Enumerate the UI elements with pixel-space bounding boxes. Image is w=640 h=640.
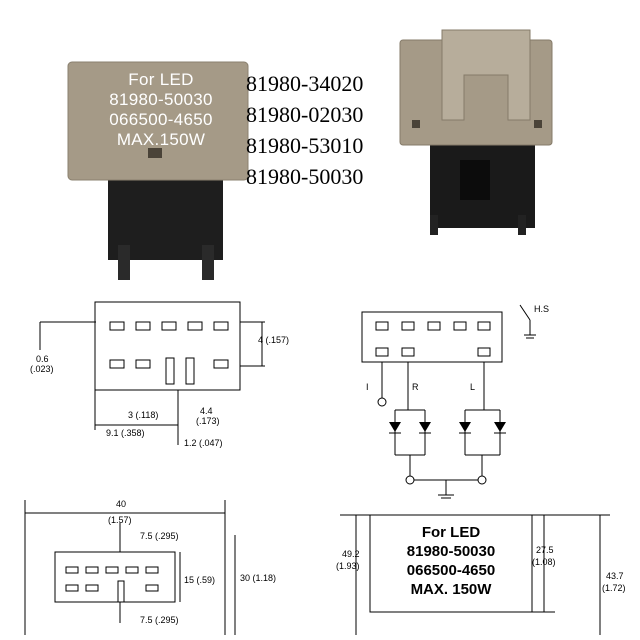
relay-side-outline (369, 514, 533, 613)
width-mm-label: 40 (116, 499, 127, 509)
dim-height-label: 4 (.157) (258, 335, 290, 345)
connector-pin (202, 245, 214, 280)
product-photo-front: For LED 81980-50030 066500-4650 MAX.150W… (0, 0, 400, 290)
dim-span-label: 9.1 (.358) (106, 428, 145, 438)
pin-in-label: (1.72) (602, 583, 626, 593)
product-photo-back (390, 0, 640, 290)
dim-left-label: 0.6 (36, 354, 49, 364)
pin-mm-label: 43.7 (606, 571, 624, 581)
wiring (381, 304, 536, 499)
total-mm-label: 49.2 (342, 549, 360, 559)
relay-front-illustration (67, 61, 249, 280)
inner-height-label: 15 (.59) (184, 575, 216, 585)
connector-outline (94, 301, 241, 391)
pin-row-top (109, 321, 229, 331)
relay-pins (375, 321, 491, 357)
side-dim-svg (340, 514, 610, 635)
terminal-node (377, 397, 387, 407)
mounting-bracket (441, 29, 531, 121)
pin-row-bottom (109, 357, 229, 385)
led-symbols (389, 422, 506, 434)
bottom-gap-label: 7.5 (.295) (140, 615, 179, 625)
terminal-node (405, 475, 415, 485)
body-label: For LED 81980-50030 066500-4650 MAX.150W (92, 70, 230, 150)
relay-body (67, 61, 249, 181)
dim-slot-a-inch-label: (.173) (196, 416, 220, 426)
label-line: 81980-50030 (109, 90, 213, 109)
part-number: 81980-02030 (246, 102, 364, 127)
label-line: 066500-4650 (109, 110, 213, 129)
connector-pin (118, 245, 130, 280)
dim-slot-a-label: 4.4 (200, 406, 213, 416)
body-in-label: (1.08) (532, 557, 556, 567)
connector-socket (460, 160, 490, 200)
pin-layout-drawing: 4 (.157) 0.6 (.023) 3 (.118) 9.1 (.358) … (0, 290, 320, 465)
part-number-list: 81980-34020 81980-02030 81980-53010 8198… (246, 68, 363, 192)
outer-height-label: 30 (1.18) (240, 573, 277, 583)
label-line: MAX.150W (116, 130, 206, 149)
pin-grid (65, 566, 159, 603)
dim-slot-b-label: 1.2 (.047) (184, 438, 223, 448)
circuit-svg (361, 304, 536, 499)
hs-label: H.S (534, 304, 550, 314)
top-gap-label: 7.5 (.295) (140, 531, 179, 541)
body-slot (534, 120, 542, 128)
dim-pitch-label: 3 (.118) (128, 410, 159, 420)
total-in-label: (1.93) (336, 561, 360, 571)
dim-left-inch-label: (.023) (30, 364, 54, 374)
side-dimension-drawing: 49.2 (1.93) 27.5 (1.08) 43.7 (1.72) For … (330, 505, 640, 640)
part-number: 81980-50030 (246, 164, 364, 189)
pin-layout-svg (39, 301, 265, 445)
relay-box (361, 311, 503, 363)
terminal-i-label: I (366, 382, 369, 392)
label-line: MAX. 150W (410, 581, 492, 598)
label-line: For LED (128, 70, 194, 89)
label-line: 81980-50030 (406, 543, 496, 560)
label-line: 066500-4650 (406, 562, 496, 579)
circuit-diagram: H.S I R L (340, 290, 640, 505)
terminal-r-label: R (412, 382, 419, 392)
part-number: 81980-34020 (246, 71, 364, 96)
body-mm-label: 27.5 (536, 545, 554, 555)
terminal-node (477, 475, 487, 485)
body-slot (412, 120, 420, 128)
bottom-dim-svg (24, 500, 236, 635)
side-label: For LED 81980-50030 066500-4650 MAX. 150… (376, 523, 526, 599)
width-in-label: (1.57) (108, 515, 132, 525)
connector-pin (518, 215, 526, 235)
relay-back-illustration (399, 29, 553, 235)
connector-outline (54, 551, 176, 603)
bottom-dimension-drawing: 40 (1.57) 7.5 (.295) 15 (.59) 30 (1.18) … (0, 495, 320, 640)
part-number: 81980-53010 (246, 133, 364, 158)
terminal-l-label: L (470, 382, 476, 392)
body-slot (148, 148, 162, 158)
connector-pin (430, 215, 438, 235)
label-line: For LED (421, 524, 481, 541)
